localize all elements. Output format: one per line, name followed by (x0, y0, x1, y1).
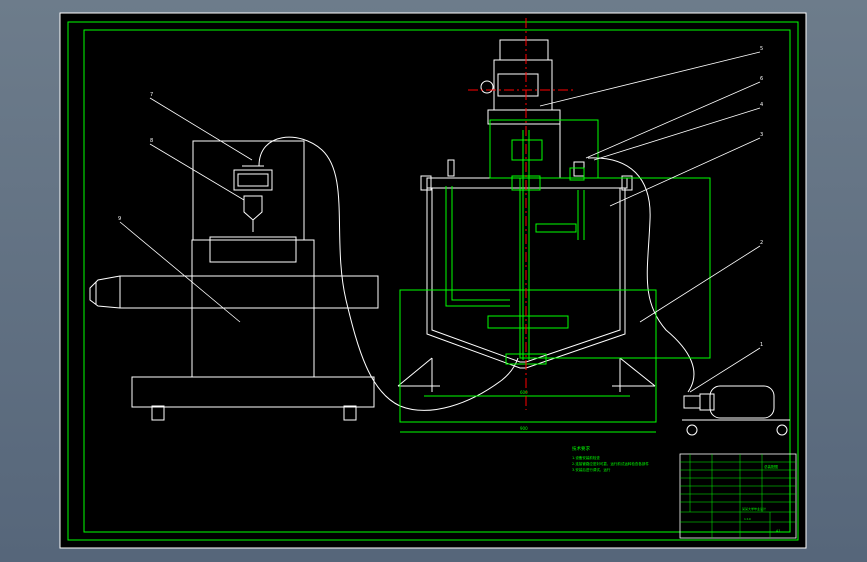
title-scale: 1:10 (744, 517, 751, 521)
title-block: 总装配图 某某大学毕业设计 1:10 A1 (679, 453, 797, 539)
sheet-outer-frame (59, 12, 807, 549)
part-number: 3 (760, 132, 763, 138)
sheet-border-frame (67, 21, 799, 541)
title-sheet-no: A1 (776, 529, 781, 533)
part-number: 7 (150, 92, 153, 98)
dimension-tank-width: 600 (520, 390, 528, 395)
title-company: 某某大学毕业设计 (742, 506, 766, 511)
notes-line: 1.设备安装前检查 (572, 455, 600, 460)
part-number: 9 (118, 216, 121, 222)
title-drawing-name: 总装配图 (764, 464, 778, 469)
filling-machine (89, 136, 519, 421)
dimension-overall-width: 900 (520, 426, 528, 431)
dimension-labels: 900 600 (520, 390, 528, 431)
centerlines (468, 18, 574, 410)
sheet-inner-frame (83, 29, 791, 533)
notes-title: 技术要求 (572, 445, 590, 452)
notes-line: 2.连接管路应密封可靠，运行前试运转检查各部件 (572, 461, 649, 466)
part-number: 6 (760, 76, 763, 82)
leader-lines (119, 51, 761, 393)
part-number-labels: 7 8 9 5 6 4 3 2 1 (118, 46, 763, 348)
part-number: 2 (760, 240, 763, 246)
tank-internals (399, 119, 711, 433)
technical-notes: 技术要求 1.设备安装前检查 2.连接管路应密封可靠，运行前试运转检查各部件 3… (572, 445, 649, 472)
part-number: 4 (760, 102, 763, 108)
part-number: 8 (150, 138, 153, 144)
notes-line: 3.安装后进行调试，运行 (572, 467, 611, 472)
part-number: 1 (760, 342, 763, 348)
mixing-tank (397, 39, 790, 436)
part-number: 5 (760, 46, 763, 52)
